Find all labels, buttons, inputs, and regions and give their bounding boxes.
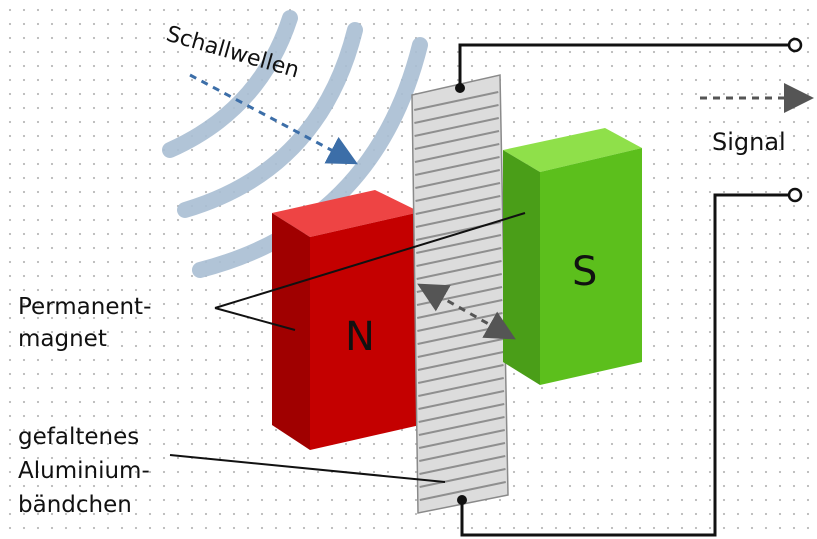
ribbon-fold bbox=[419, 442, 506, 462]
bottom-wire bbox=[460, 193, 790, 537]
sound-wave-2 bbox=[177, 22, 363, 218]
ribbon-fold bbox=[418, 416, 505, 436]
ribbon-fold bbox=[419, 455, 506, 475]
ribbon-fold bbox=[414, 91, 499, 111]
ribbon-fold bbox=[418, 403, 505, 423]
ribbon-label-line3: bändchen bbox=[18, 492, 132, 518]
ribbon-fold bbox=[419, 481, 506, 501]
south-pole-label: S bbox=[572, 249, 597, 295]
ribbon-motion-arrow bbox=[417, 283, 516, 340]
ribbon-fold bbox=[419, 468, 506, 488]
south-magnet: S bbox=[503, 128, 642, 385]
bottom-contact-dot bbox=[457, 495, 467, 505]
ribbon-fold bbox=[417, 351, 504, 371]
ribbon-fold bbox=[416, 260, 502, 280]
ribbon-fold bbox=[418, 390, 505, 410]
aluminium-ribbon bbox=[411, 74, 509, 514]
ribbon-label-line2: Aluminium- bbox=[18, 458, 150, 484]
ribbon-fold bbox=[414, 117, 499, 137]
ribbon-fold bbox=[418, 377, 504, 397]
sound-wave-3 bbox=[192, 37, 428, 278]
ribbon-fold bbox=[414, 143, 500, 163]
top-contact-dot bbox=[455, 83, 465, 93]
signal-wiring bbox=[458, 43, 790, 537]
sound-waves bbox=[162, 10, 428, 278]
sound-direction-arrow bbox=[189, 73, 358, 165]
ribbon-fold bbox=[414, 130, 500, 150]
leader-lines bbox=[169, 212, 526, 483]
ribbon-label-line1: gefaltenes bbox=[18, 424, 139, 450]
ribbon-fold bbox=[415, 208, 501, 228]
ribbon-fold bbox=[414, 104, 499, 124]
ribbon-fold bbox=[415, 195, 501, 215]
bottom-terminal bbox=[787, 187, 803, 203]
ribbon-fold bbox=[416, 247, 502, 267]
ribbon-fold bbox=[415, 169, 500, 189]
permanent-magnet-label-line2: magnet bbox=[18, 326, 107, 352]
ribbon-fold bbox=[418, 429, 505, 449]
permanent-magnet-label-line1: Permanent- bbox=[18, 294, 151, 320]
north-magnet: N bbox=[272, 190, 420, 450]
ribbon-fold bbox=[416, 234, 502, 254]
ribbon-fold bbox=[417, 338, 504, 358]
north-pole-label: N bbox=[345, 314, 375, 360]
top-wire bbox=[458, 43, 790, 88]
ribbon-fold bbox=[417, 364, 504, 384]
sound-wave-1 bbox=[162, 10, 298, 158]
ribbon-fold bbox=[415, 182, 501, 202]
signal-label: Signal bbox=[712, 128, 786, 156]
top-terminal bbox=[787, 37, 803, 53]
ribbon-fold bbox=[414, 156, 500, 176]
